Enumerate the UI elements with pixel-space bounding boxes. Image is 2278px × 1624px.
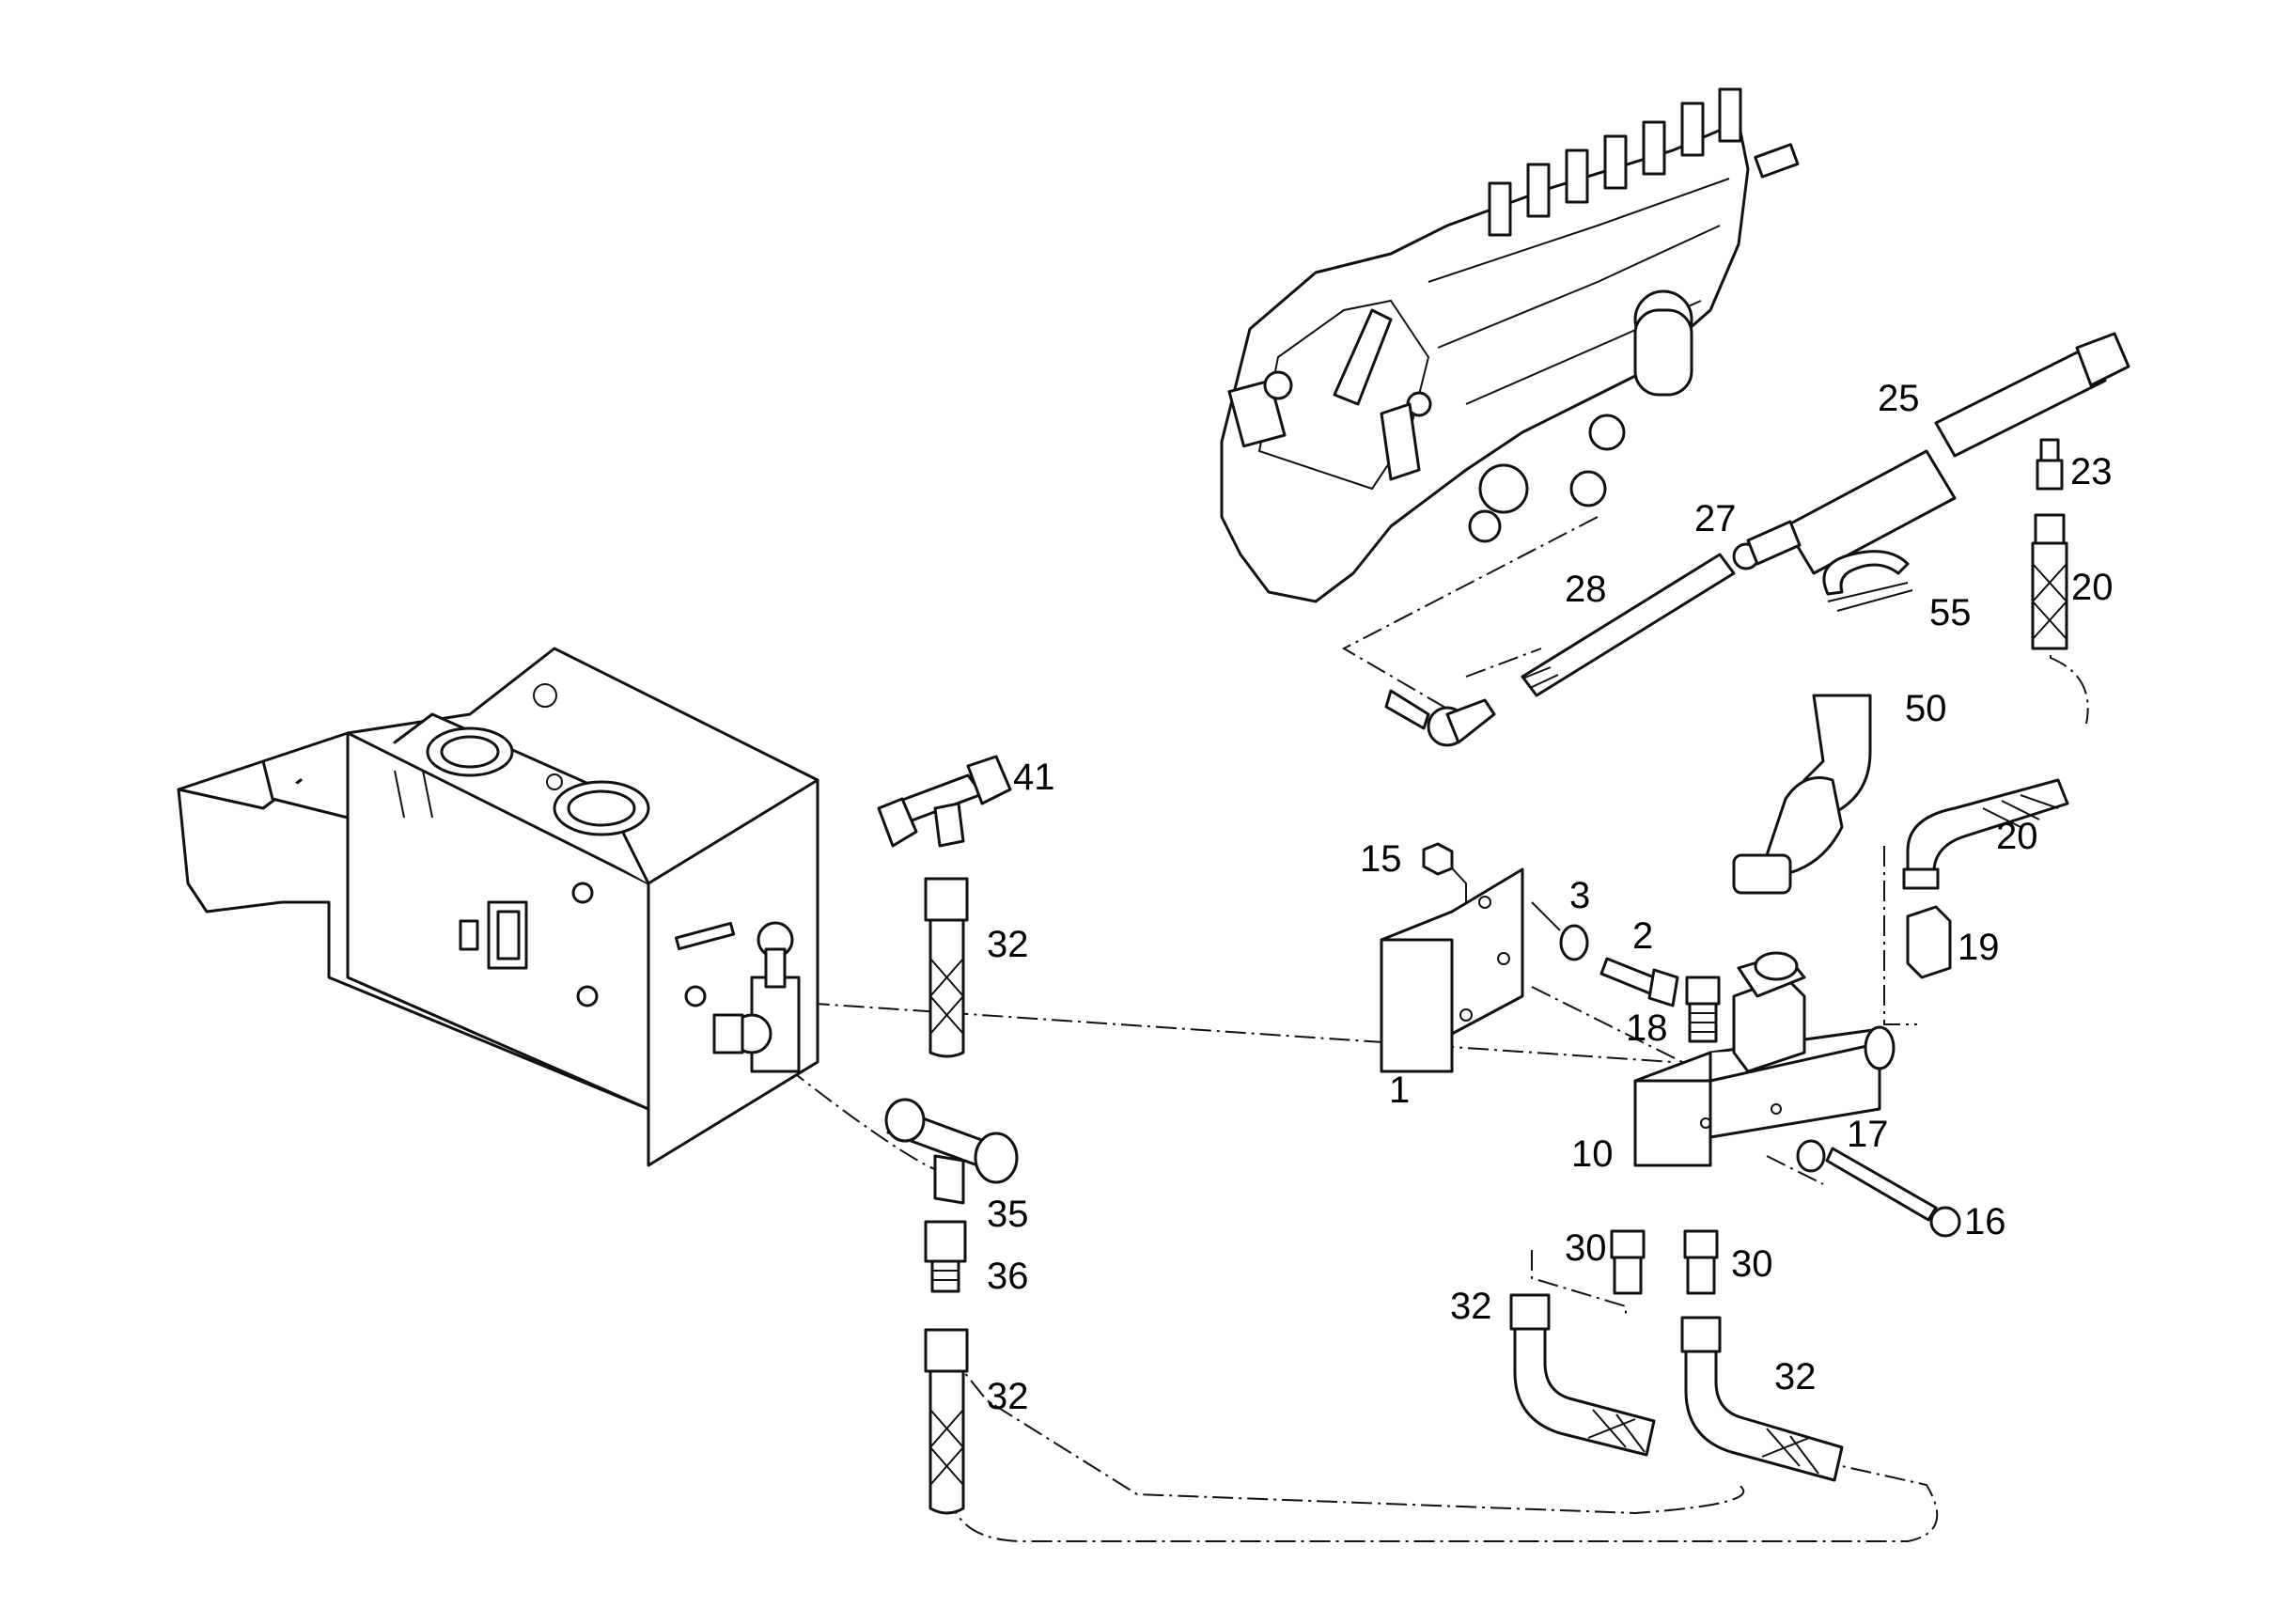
callout-32-right-left: 32 <box>1450 1286 1492 1327</box>
callout-35: 35 <box>987 1194 1029 1235</box>
washer-17 <box>1796 1139 1826 1173</box>
callout-3: 3 <box>1569 875 1590 916</box>
bolt-2 <box>1599 957 1679 1007</box>
callout-27: 27 <box>1694 498 1737 539</box>
callout-20-lower: 20 <box>1996 816 2038 857</box>
hose-32-upper-left <box>924 877 969 1058</box>
callout-20-upper: 20 <box>2071 567 2114 608</box>
callout-18: 18 <box>1626 1007 1668 1049</box>
callout-16: 16 <box>1964 1201 2006 1242</box>
callout-23: 23 <box>2070 451 2113 492</box>
hose-32-right <box>1680 1316 1844 1482</box>
callout-2: 2 <box>1632 915 1653 957</box>
callouts: 1 2 3 10 15 16 17 18 19 20 20 23 25 27 2… <box>987 378 2114 1417</box>
hose-20-bent <box>1902 778 2069 890</box>
line-banjo-to-pipe <box>1465 648 1542 678</box>
line-block-to-fitting19 <box>1883 846 1917 1025</box>
injection-pump <box>1220 87 1800 747</box>
callout-32-upper-left: 32 <box>987 924 1029 965</box>
tee-41 <box>877 755 1012 848</box>
hose-20-upper <box>2031 513 2068 650</box>
washer-3 <box>1559 924 1589 961</box>
callout-30-left: 30 <box>1565 1227 1607 1269</box>
callout-19: 19 <box>1958 927 2000 968</box>
line-bolt16 <box>1766 1155 1824 1185</box>
callout-32-right-right: 32 <box>1774 1356 1817 1398</box>
banjo-fitting <box>1384 689 1496 747</box>
fitting-19 <box>1906 905 1952 979</box>
callout-1: 1 <box>1389 1070 1410 1111</box>
elbow-50 <box>1732 694 1872 895</box>
hose-32-left <box>1509 1293 1656 1457</box>
line-block-to-heater <box>704 995 1674 1063</box>
callout-32-lower-left: 32 <box>987 1376 1029 1417</box>
callout-36: 36 <box>987 1256 1029 1297</box>
block-10 <box>1633 951 1896 1167</box>
nut-15 <box>1422 842 1454 876</box>
fitting-30-left <box>1610 1229 1646 1295</box>
heater-unit <box>177 647 819 1167</box>
delivery-valves <box>1488 87 1800 237</box>
bolt-16 <box>1825 1147 1961 1238</box>
sleeve-25 <box>1746 332 2130 575</box>
line-hose-loop-2 <box>948 1465 1939 1542</box>
callout-17: 17 <box>1847 1114 1889 1155</box>
pipe-28 <box>1521 553 1736 697</box>
hose-32-lower-left <box>924 1328 969 1515</box>
line-bracket-to-block <box>1531 986 1702 1072</box>
callout-10: 10 <box>1571 1133 1614 1175</box>
line-hose-loop-1 <box>948 1352 1745 1515</box>
leader-3 <box>1531 901 1561 931</box>
line-hose-down-20 <box>2050 620 2089 725</box>
callout-41: 41 <box>1013 757 1055 798</box>
fitting-23 <box>2036 438 2064 491</box>
line-fitting30-bracket <box>1531 1250 1627 1316</box>
callout-55: 55 <box>1929 592 1972 633</box>
clamp-55 <box>1822 550 1913 612</box>
fitting-36 <box>924 1220 967 1293</box>
tee-35 <box>884 1098 1019 1205</box>
fitting-18 <box>1685 976 1721 1043</box>
callout-28: 28 <box>1565 569 1607 610</box>
callout-15: 15 <box>1360 838 1402 880</box>
bracket-1 <box>1380 867 1524 1073</box>
callout-25: 25 <box>1878 378 1920 419</box>
callout-50: 50 <box>1905 688 1947 729</box>
callout-30-right: 30 <box>1731 1243 1773 1285</box>
line-pump-to-banjo <box>1341 516 1599 715</box>
fitting-30-right <box>1683 1229 1719 1295</box>
